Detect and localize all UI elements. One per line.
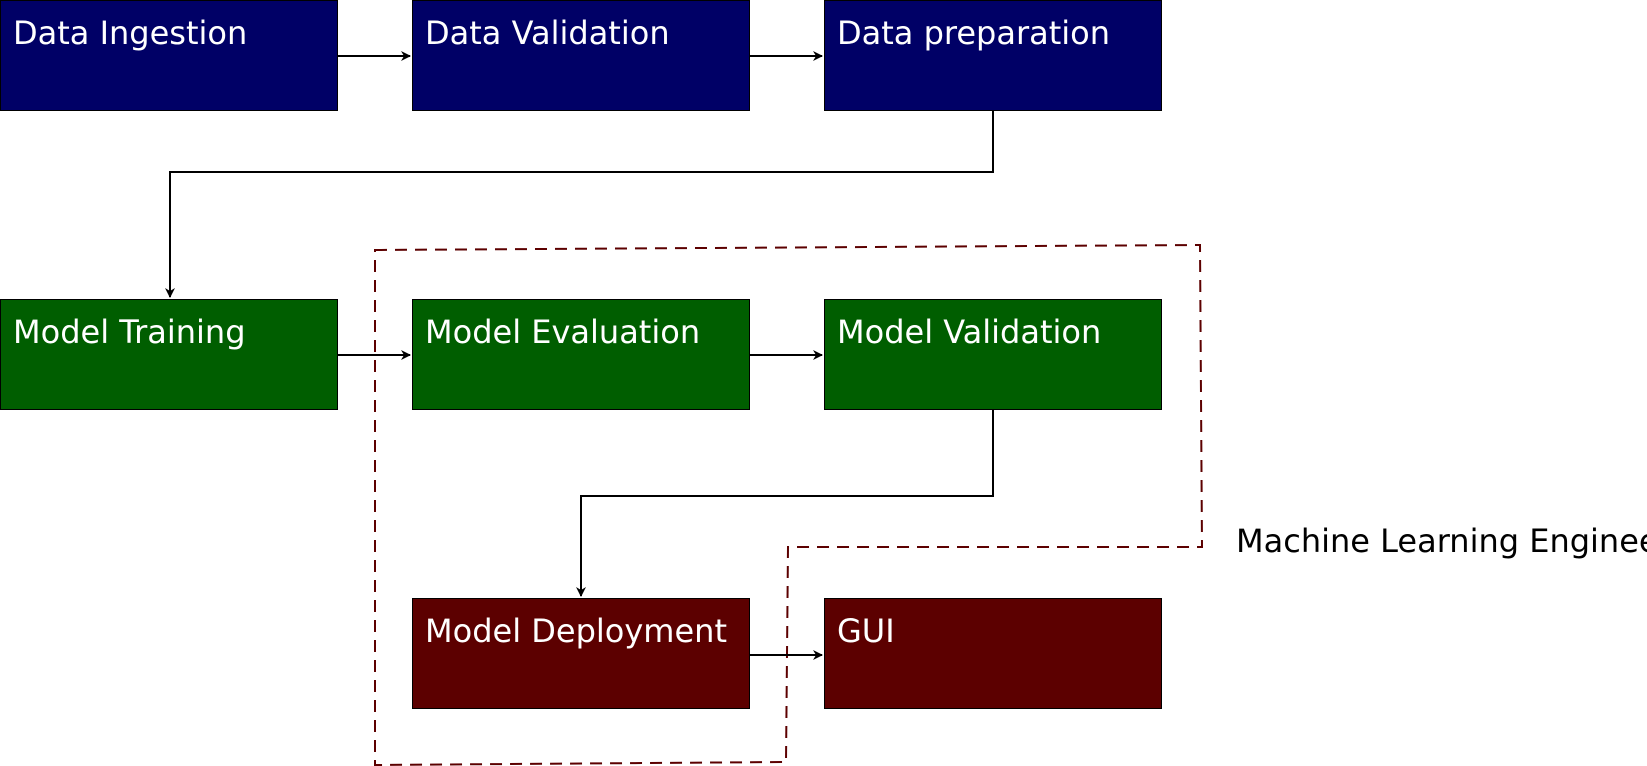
data-preparation-node: Data preparation bbox=[824, 0, 1162, 111]
arrow-preparation-to-training bbox=[165, 111, 994, 298]
model-training-node: Model Training bbox=[0, 299, 338, 410]
data-validation-node: Data Validation bbox=[412, 0, 750, 111]
boundary-label: Machine Learning Engineer bbox=[1236, 522, 1647, 560]
model-validation-node: Model Validation bbox=[824, 299, 1162, 410]
model-evaluation-node: Model Evaluation bbox=[412, 299, 750, 410]
arrow-validation-to-deployment bbox=[576, 410, 994, 597]
model-deployment-node: Model Deployment bbox=[412, 598, 750, 709]
gui-node: GUI bbox=[824, 598, 1162, 709]
data-ingestion-node: Data Ingestion bbox=[0, 0, 338, 111]
ml-engineer-boundary bbox=[374, 243, 1204, 766]
